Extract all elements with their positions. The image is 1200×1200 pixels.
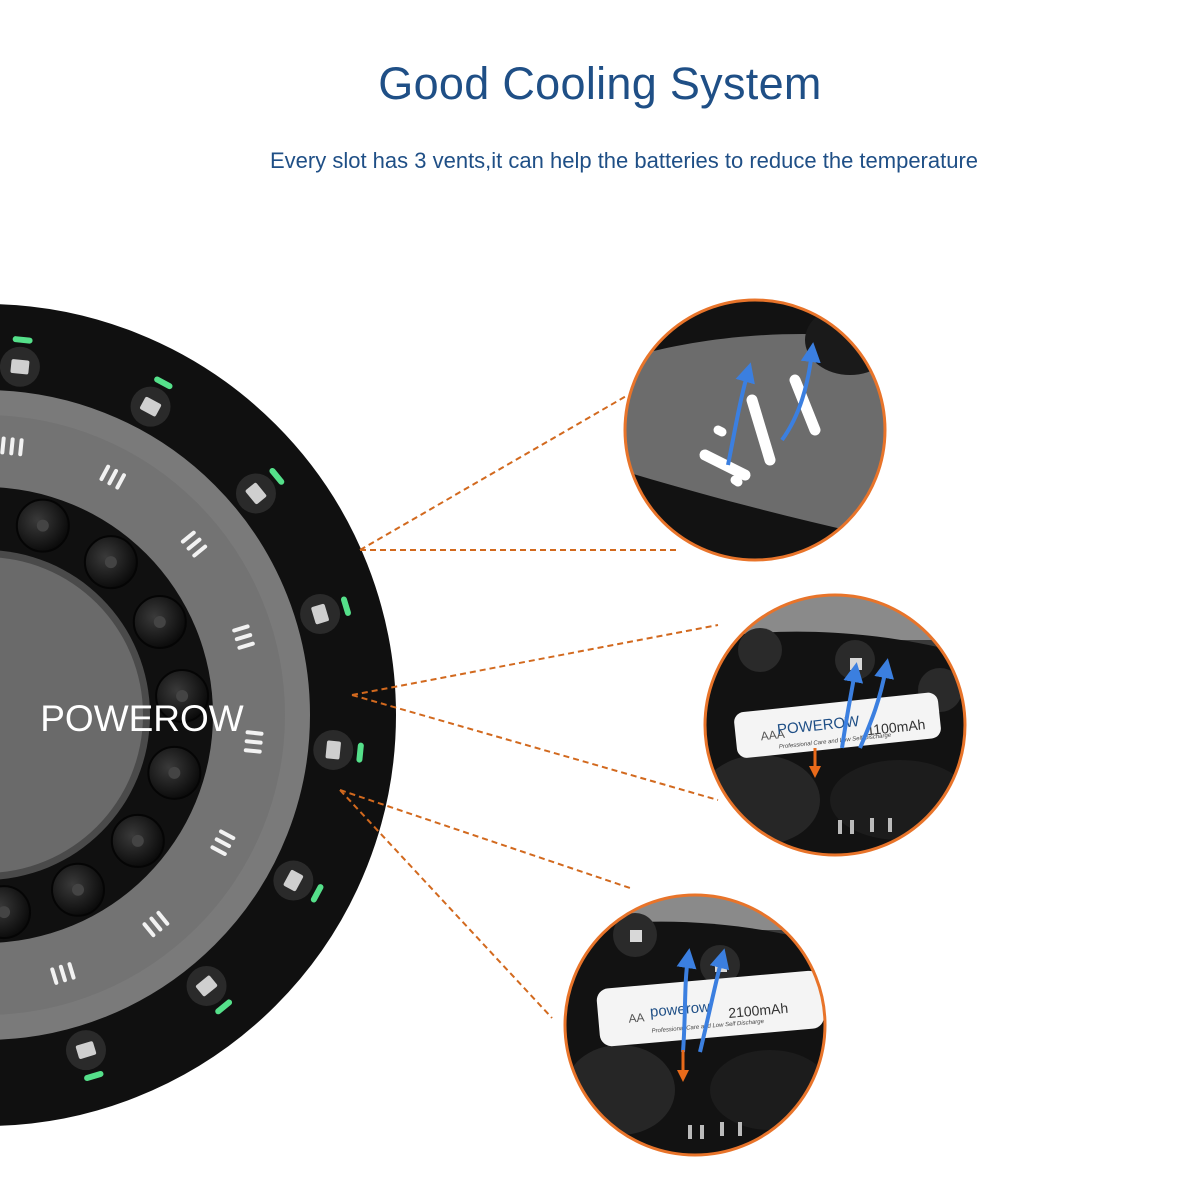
battery-brand-label: powerow (649, 999, 710, 1021)
vent-slot (713, 425, 727, 437)
vent-slot (58, 964, 67, 983)
slot-contact (140, 396, 162, 417)
vent-slot (746, 394, 776, 466)
led-indicator (269, 467, 285, 485)
battery-capacity-label: 2100mAh (728, 1000, 789, 1021)
battery-size-label: AA (628, 1010, 645, 1025)
inner-slot-button (0, 906, 11, 919)
leader-line (359, 394, 629, 551)
led-indicator (356, 742, 364, 763)
slot-contact (10, 359, 30, 375)
leader-lines (339, 394, 719, 1019)
center-hub (0, 557, 143, 873)
callout-border (703, 593, 967, 857)
leader-line (339, 789, 553, 1019)
leader-line (339, 789, 631, 889)
vent-slot (234, 633, 253, 642)
slot-contact (195, 975, 218, 997)
led-indicator (340, 596, 351, 616)
battery-capacity-label: 1100mAh (866, 716, 926, 738)
slot-contact (245, 482, 267, 505)
airflow-arrow (698, 948, 730, 1053)
airflow-arrow (858, 658, 894, 749)
page-subtitle: Every slot has 3 vents,it can help the b… (269, 148, 979, 173)
vent-slot (232, 624, 250, 633)
inner-slot-terminals (0, 498, 210, 940)
vent-slot (115, 473, 126, 490)
vent-slot (186, 537, 202, 551)
inner-slot-terminal (0, 885, 32, 940)
vent-slot (244, 739, 263, 745)
vent-slot (180, 530, 196, 544)
battery-closeup-vents (688, 1122, 742, 1139)
battery-size-label: AAA (760, 727, 785, 743)
vent-closeup (623, 298, 887, 562)
led-indicator (215, 999, 233, 1015)
vent-slot (107, 468, 119, 486)
led-indicator (84, 1070, 104, 1081)
callout-border (623, 298, 887, 562)
inner-slot-button (153, 615, 166, 628)
inner-slot-button (36, 519, 49, 532)
slot-contact (283, 870, 304, 892)
vent-slot (67, 962, 76, 980)
leader-line (351, 624, 719, 696)
vent-slot (50, 967, 59, 985)
inner-slot-button (176, 689, 189, 702)
slot-contact (75, 1041, 97, 1059)
inner-slot-button (104, 556, 117, 569)
vent-slot (18, 438, 24, 457)
airflow-arrow (780, 342, 821, 442)
led-indicator (154, 376, 173, 390)
vent-slot (99, 464, 111, 482)
callout-border (563, 893, 827, 1157)
vent-slot (245, 730, 264, 736)
outer-slot-channel (0, 304, 396, 1126)
outer-slot-contacts (0, 346, 354, 1071)
vent-slot (237, 641, 255, 650)
airflow-arrow (676, 948, 697, 1053)
vent-slot (156, 910, 170, 926)
vent-slot (9, 437, 15, 456)
leader-line (351, 694, 719, 801)
vent-slot (192, 544, 208, 558)
led-indicators (12, 336, 364, 1081)
battery-closeup-vents (838, 818, 892, 834)
vent-slot (218, 829, 236, 841)
airflow-arrow (726, 362, 755, 466)
slot-contact (325, 740, 341, 760)
vent-slot (214, 837, 232, 849)
airflow-arrow (840, 662, 864, 749)
vent-slot (0, 436, 6, 455)
vent-slot (210, 845, 227, 856)
inner-slot-button (168, 766, 181, 779)
page-title: Good Cooling System (378, 58, 822, 109)
charger-body: POWEROW (0, 304, 396, 1126)
vent-slot (142, 922, 156, 938)
aaa-battery-closeup: AAA POWEROW 1100mAh Professional Care an… (703, 593, 967, 857)
inner-slot-button (72, 883, 85, 896)
slot-vents (0, 436, 264, 985)
vent-slot (243, 748, 262, 754)
led-indicator (12, 336, 33, 344)
aa-battery-closeup: AA powerow 2100mAh Professional Care and… (563, 893, 827, 1157)
led-indicator (310, 884, 324, 903)
vent-slot (730, 475, 743, 487)
slot-contact (311, 603, 329, 625)
brand-logo: POWEROW (40, 698, 244, 739)
vent-slot (699, 449, 751, 481)
inner-slot-button (131, 834, 144, 847)
vent-slot (789, 374, 821, 436)
vent-slot (149, 916, 163, 932)
